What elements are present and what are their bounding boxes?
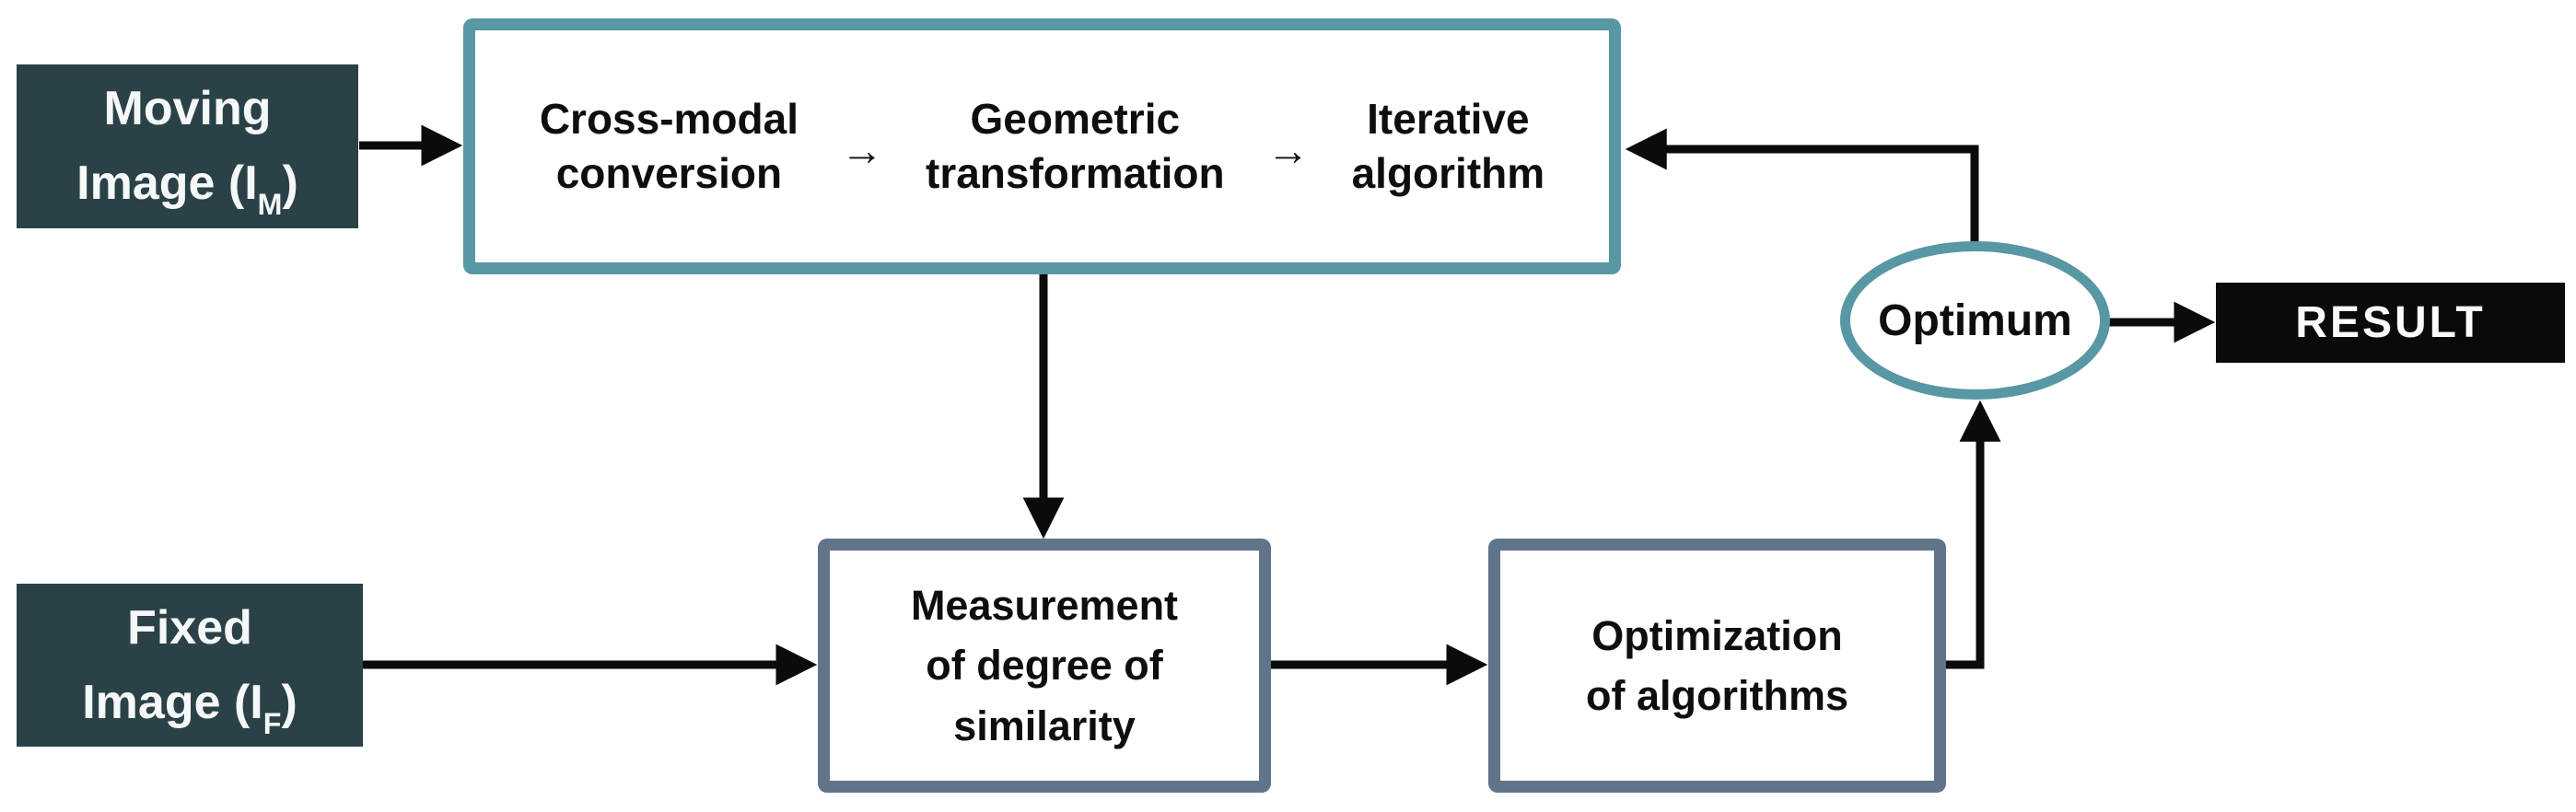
node-moving-image: Moving Image (IM)	[17, 64, 358, 228]
moving-image-line1: Moving	[103, 82, 272, 136]
fixed-image-subscript: F	[262, 706, 282, 740]
node-measurement-of-similarity: Measurement of degree of similarity	[818, 539, 1271, 793]
moving-image-subscript: M	[257, 188, 283, 222]
flow-arrow-icon: →	[841, 126, 883, 174]
optimum-label: Optimum	[1878, 296, 2072, 345]
node-optimization-of-algorithms: Optimization of algorithms	[1488, 539, 1946, 793]
pipeline-step-iterative-algorithm: Iterative algorithm	[1351, 95, 1545, 197]
arrow-optimum-to-pipeline-feedback	[1625, 128, 1979, 245]
result-label: RESULT	[2295, 298, 2486, 347]
fixed-image-line2: Image (IF)	[82, 675, 297, 740]
arrow-optimization-to-optimum	[1945, 400, 2001, 669]
optimization-label: Optimization of algorithms	[1585, 611, 1848, 719]
node-fixed-image: Fixed Image (IF)	[17, 584, 363, 747]
node-optimum-ellipse: Optimum	[1840, 241, 2110, 400]
pipeline-step-cross-modal-conversion: Cross-modal conversion	[539, 95, 798, 197]
pipeline-step-geometric-transformation: Geometric transformation	[926, 95, 1225, 197]
node-result: RESULT	[2216, 283, 2565, 363]
node-pipeline-box: Cross-modal conversion → Geometric trans…	[463, 18, 1621, 274]
moving-image-line2: Image (IM)	[76, 157, 298, 222]
fixed-image-line1: Fixed	[127, 600, 252, 655]
measurement-label: Measurement of degree of similarity	[910, 582, 1179, 749]
flow-arrow-icon: →	[1266, 126, 1310, 174]
